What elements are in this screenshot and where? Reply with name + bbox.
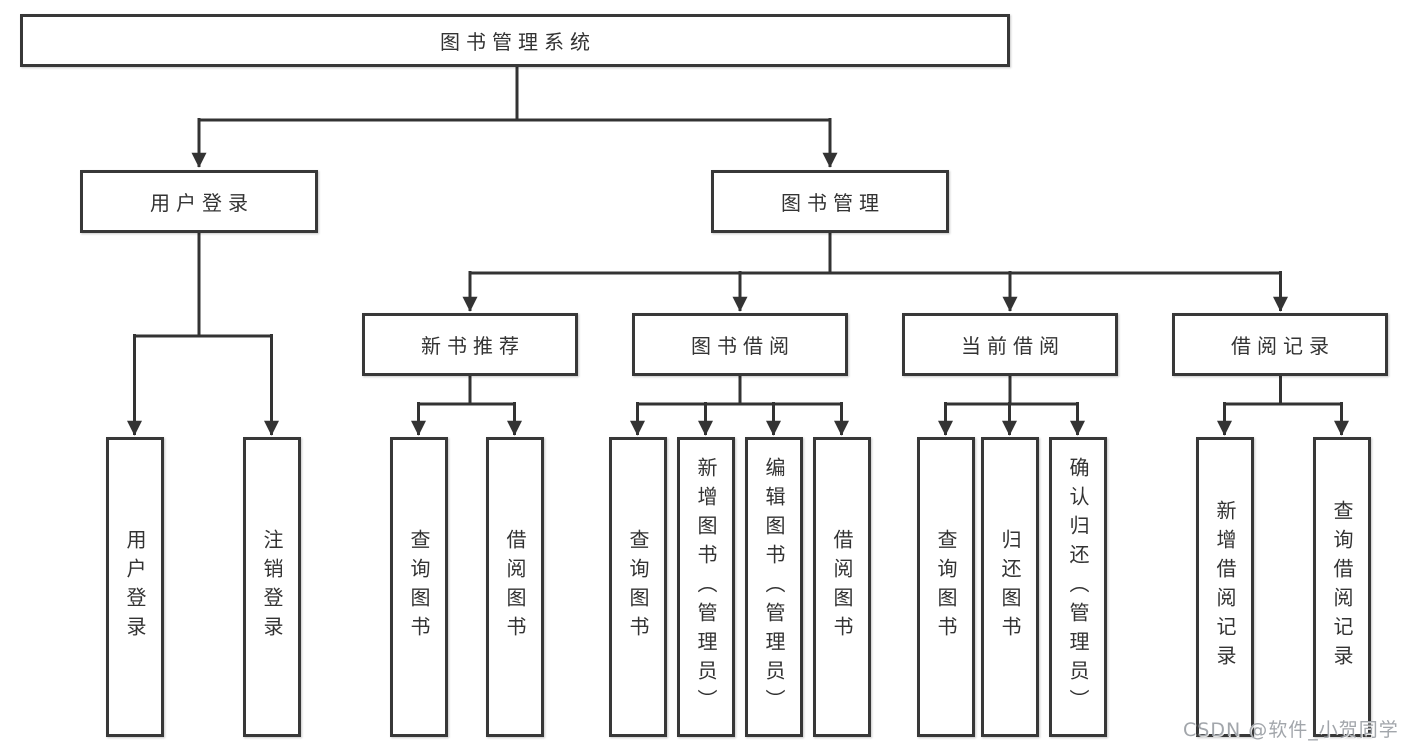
- node-label: 查询图书: [934, 529, 958, 645]
- node-borrowing-records: 借阅记录: [1172, 313, 1388, 376]
- node-new-book-recommend: 新书推荐: [362, 313, 578, 376]
- node-label: 编辑图书（管理员）: [762, 456, 786, 718]
- leaf-borrow-borrow-books: 借阅图书: [813, 437, 871, 737]
- csdn-watermark: CSDN @软件_小贺同学: [1183, 719, 1399, 741]
- node-label: 图书管理: [781, 191, 885, 215]
- leaf-borrow-add-books-admin: 新增图书（管理员）: [677, 437, 735, 737]
- node-label: 查询图书: [626, 529, 650, 645]
- node-label: 借阅图书: [830, 529, 854, 645]
- node-label: 查询借阅记录: [1330, 500, 1354, 674]
- node-book-borrowing: 图书借阅: [632, 313, 848, 376]
- leaf-current-return-books: 归还图书: [981, 437, 1039, 737]
- leaf-current-query-books: 查询图书: [917, 437, 975, 737]
- leaf-records-add-record: 新增借阅记录: [1196, 437, 1254, 737]
- leaf-current-confirm-return-admin: 确认归还（管理员）: [1049, 437, 1107, 737]
- leaf-newrec-query-books: 查询图书: [390, 437, 448, 737]
- leaf-records-query-record: 查询借阅记录: [1313, 437, 1371, 737]
- node-label: 注销登录: [260, 529, 284, 645]
- node-label: 当前借阅: [961, 334, 1065, 358]
- node-label: 归还图书: [998, 529, 1022, 645]
- node-label: 借阅记录: [1231, 334, 1335, 358]
- node-label: 查询图书: [407, 529, 431, 645]
- node-current-borrowing: 当前借阅: [902, 313, 1118, 376]
- node-label: 借阅图书: [503, 529, 527, 645]
- node-root: 图书管理系统: [20, 14, 1010, 67]
- node-label: 用户登录: [123, 529, 147, 645]
- leaf-user-login: 用户登录: [106, 437, 164, 737]
- leaf-borrow-edit-books-admin: 编辑图书（管理员）: [745, 437, 803, 737]
- node-label: 新增图书（管理员）: [694, 456, 718, 718]
- node-label: 新书推荐: [421, 334, 525, 358]
- leaf-newrec-borrow-books: 借阅图书: [486, 437, 544, 737]
- leaf-borrow-query-books: 查询图书: [609, 437, 667, 737]
- node-label: 确认归还（管理员）: [1066, 456, 1090, 718]
- node-label: 新增借阅记录: [1213, 500, 1237, 674]
- node-label: 图书管理系统: [440, 30, 596, 54]
- node-label: 图书借阅: [691, 334, 795, 358]
- node-user-login: 用户登录: [80, 170, 318, 233]
- node-book-management: 图书管理: [711, 170, 949, 233]
- leaf-logout: 注销登录: [243, 437, 301, 737]
- node-label: 用户登录: [150, 191, 254, 215]
